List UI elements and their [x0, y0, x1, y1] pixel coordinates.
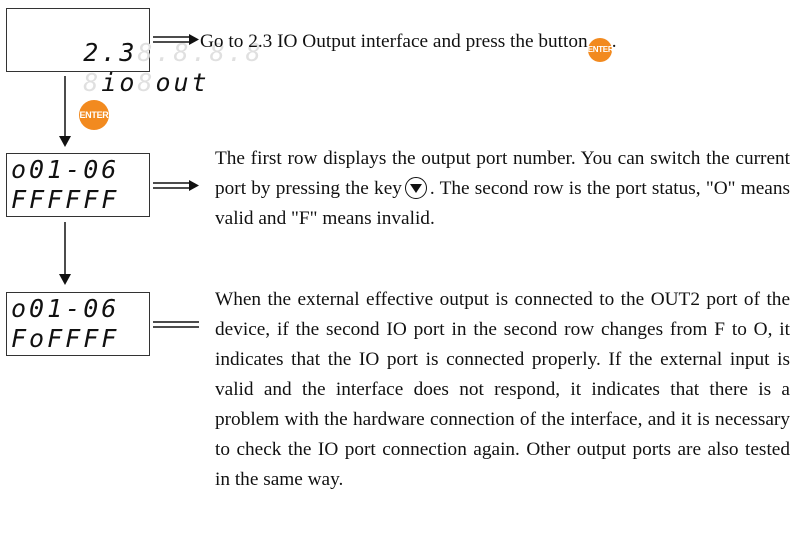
- lcd-io-label: io: [101, 68, 138, 97]
- lcd-menu-number: 2.3: [83, 38, 138, 67]
- step-1-instruction: Go to 2.3 IO Output interface and press …: [200, 27, 780, 62]
- step-3-instruction: When the external effective output is co…: [215, 289, 790, 490]
- lcd-display-io-output: 2.38.8.8.8 8io8out: [6, 8, 261, 97]
- down-arrow-icon: [59, 222, 71, 285]
- lcd-unlit-segments: 8.8.8.8: [137, 38, 264, 67]
- lcd-display-port-test: o01-06 FoFFFF: [6, 292, 150, 356]
- lcd-out-label: out: [155, 68, 210, 97]
- enter-button-icon: ENTER: [79, 100, 109, 130]
- double-arrow-right-icon: [153, 180, 199, 191]
- lcd-row-2: 8io8out: [83, 68, 210, 97]
- lcd-row-1: 2.38.8.8.8: [11, 11, 261, 67]
- lcd-display-port-status: o01-06 FFFFFF: [6, 153, 150, 217]
- lcd-port-status: FFFFFF: [11, 185, 120, 214]
- double-arrow-right-icon: [153, 34, 199, 45]
- lcd-port-number: o01-06: [11, 155, 120, 184]
- down-arrow-icon: [59, 76, 71, 147]
- double-line-connector-icon: [153, 321, 199, 328]
- enter-button-icon: ENTER: [587, 38, 614, 62]
- step-2-instruction: The first row displays the output port n…: [215, 148, 790, 229]
- lcd-port-status: FoFFFF: [11, 324, 120, 353]
- down-key-icon: [404, 177, 427, 199]
- lcd-port-number: o01-06: [11, 294, 120, 323]
